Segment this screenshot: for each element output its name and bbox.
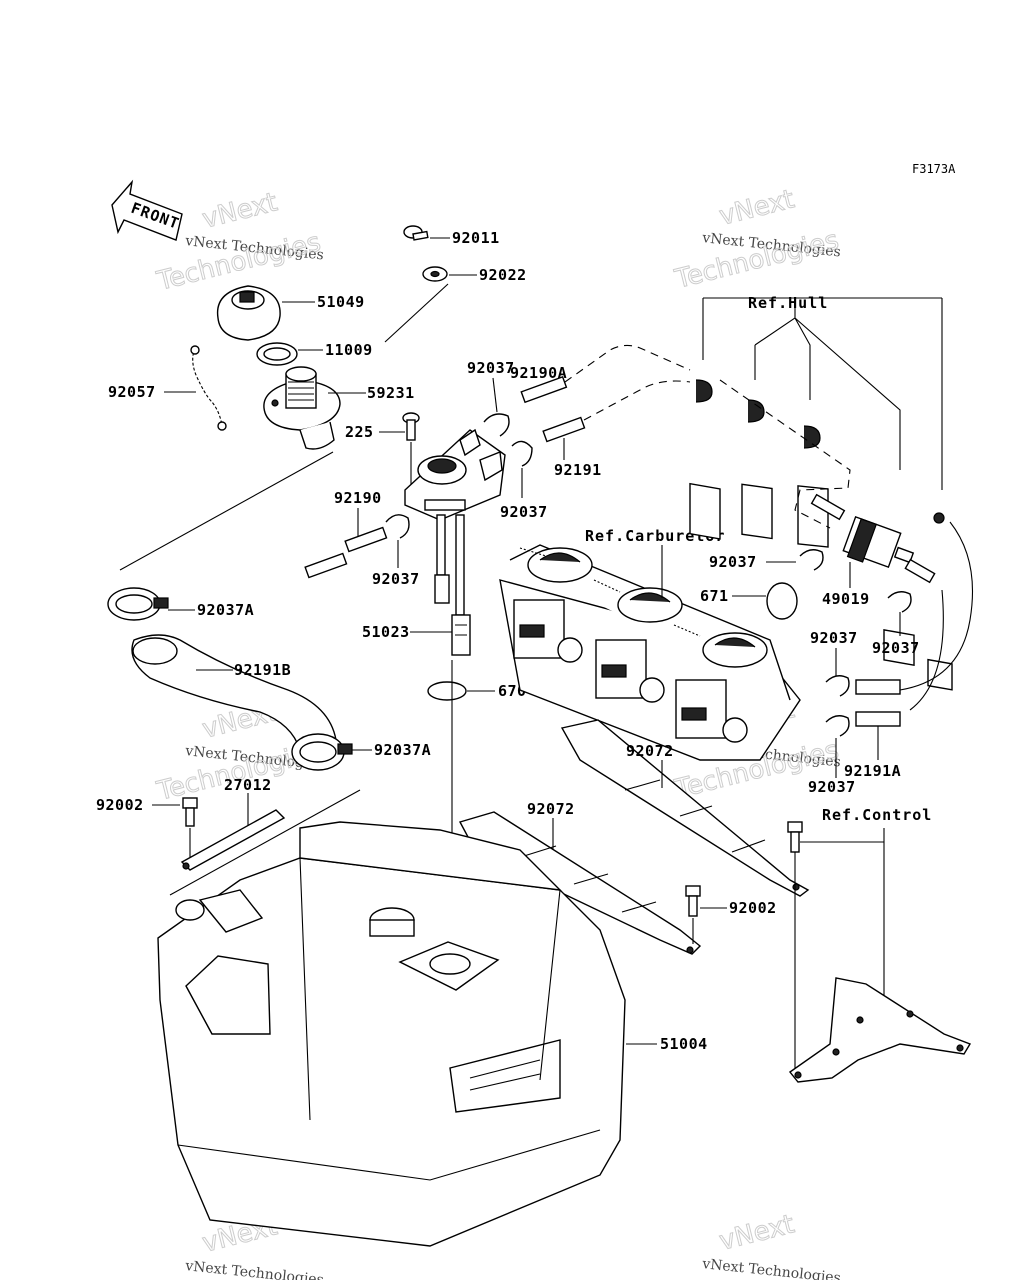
fuel-tank-51004-icon [157,821,626,1247]
part-label-92191: 92191 [554,461,602,479]
hose-92190A-icon [520,375,568,404]
watermark-top-right: vNext Technologies vNext Technologies [671,184,842,296]
clamp-92037-icon [825,715,850,737]
screw-225-icon [402,412,420,441]
clamp-92037-icon [799,549,824,571]
part-label-92037: 92037 [500,503,548,521]
watermark-small-text: vNext Technologies [184,1258,325,1280]
clamp-92037-icon [483,413,510,437]
hull-clip-icon [689,379,721,540]
part-label-92037: 92037 [372,570,420,588]
part-label-92191B: 92191B [234,661,291,679]
part-label-92037: 92037 [709,553,757,571]
fuel-cap-51049-icon [216,285,281,341]
washer-92022-icon [422,266,448,282]
gasket-11009-icon [256,342,298,366]
filler-neck-59231-icon [263,366,341,450]
o-ring-671-icon [766,582,798,620]
watermark-top-left: vNext Technologies vNext Technologies [153,187,325,298]
part-label-11009: 11009 [325,341,373,359]
bolt-92002-icon [182,797,198,827]
front-arrow-icon: FRONT [111,179,183,241]
bolt-control-icon [787,821,803,853]
part-label-51004: 51004 [660,1035,708,1053]
part-label-59231: 59231 [367,384,415,402]
part-label-27012: 27012 [224,776,272,794]
band-27012-icon [180,809,286,871]
part-label-92037A: 92037A [374,741,431,759]
part-label-92190: 92190 [334,489,382,507]
clamp-92037-icon [887,591,912,613]
watermark-big-text: vNext [199,187,280,234]
fuel-pickup-assembly-icon [404,428,506,656]
part-label-92037: 92037 [808,778,856,796]
watermark-big-text: vNext [716,1209,797,1256]
part-label-92002: 92002 [96,796,144,814]
watermark-small-text: vNext Technologies [701,1256,842,1280]
bolt-92011-icon [403,225,429,241]
part-label-92072: 92072 [527,800,575,818]
part-label-225: 225 [345,423,374,441]
part-label-92190A: 92190A [510,364,567,382]
part-label-92037: 92037 [467,359,515,377]
watermark-big-text: vNext [716,184,797,231]
clamp-92037-icon [825,675,850,697]
part-label-51049: 51049 [317,293,365,311]
part-label-92037: 92037 [872,639,920,657]
hull-clip-icon [927,512,953,691]
part-label-92072: 92072 [626,742,674,760]
hose-92191B-icon [131,634,337,751]
strap-92057-icon [190,345,227,431]
part-label-92037A: 92037A [197,601,254,619]
clamp-92037A-icon [107,587,169,621]
hose-92191A-icon [855,679,901,727]
hose-92191-icon [542,416,586,443]
control-bracket-plate-icon [788,977,972,1083]
part-label-92191A: 92191A [844,762,901,780]
hose-92190-icon [304,526,388,579]
hull-clip-icon [741,399,773,540]
part-label-51023: 51023 [362,623,410,641]
watermark-bottom-right: vNext Technologies vNext [701,1209,842,1280]
o-ring-670-icon [427,681,467,701]
part-label-92011: 92011 [452,229,500,247]
ref-control-label: Ref.Control [822,806,932,824]
figure-code: F3173A [912,162,956,176]
clamp-92037A-icon [291,733,353,771]
ref-hull-label: Ref.Hull [748,294,828,312]
hull-clip-icon [883,629,915,666]
part-label-92002: 92002 [729,899,777,917]
carburetor-assembly-icon [499,544,801,761]
part-label-92057: 92057 [108,383,156,401]
part-label-671: 671 [700,587,729,605]
part-label-92037: 92037 [810,629,858,647]
part-label-49019: 49019 [822,590,870,608]
fuel-filter-49019-icon [810,493,936,584]
part-label-92022: 92022 [479,266,527,284]
bolt-92002-icon [685,885,701,917]
clamp-92037-icon [385,514,410,539]
mounting-strap-92072-icon [560,719,810,897]
clamp-92037-icon [511,440,533,467]
